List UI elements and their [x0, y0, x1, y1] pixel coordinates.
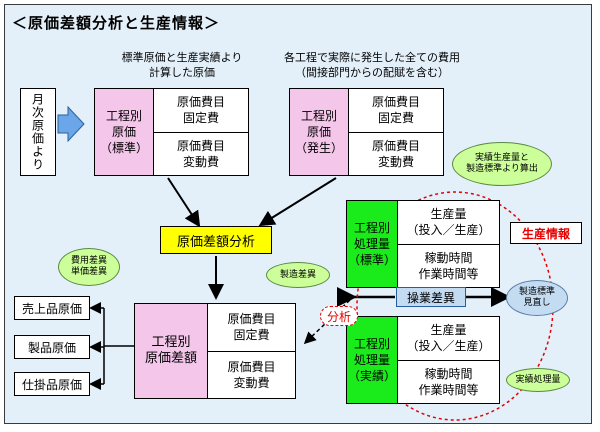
standard-variable-cost: 原価費目 変動費	[154, 131, 248, 176]
variance-fixed-cost: 原価費目 固定費	[227, 312, 276, 343]
operation-variance-box: 操業差異	[396, 287, 466, 307]
actual-cost-box: 工程別 原価 （発生） 原価費目 固定費 原価費目 変動費	[289, 88, 444, 176]
actual-quantity-label: 工程別 処理量 （実績）	[347, 317, 398, 403]
standard-production-volume: 生産量 （投入／生産）	[406, 207, 491, 238]
actual-to-analysis-arrow	[258, 177, 337, 227]
monthly-source-arrow	[57, 105, 85, 143]
caption-actual: 各工程で実際に発生した全ての費用 （間接部門からの配賦を含む）	[284, 51, 460, 79]
standard-fixed-cost: 原価費目 固定費	[176, 95, 225, 126]
bubble-manufacturing-variance: 製造差異	[266, 262, 330, 288]
bubble-expense-variance: 費用差異 単価差異	[58, 248, 120, 286]
bubble-actual-quantity: 実績処理量	[506, 368, 570, 392]
output-sales-cost: 売上品原価	[14, 296, 90, 320]
variance-label: 工程別 原価差額	[135, 304, 208, 398]
std-to-analysis-arrow	[167, 177, 201, 228]
bubble-standard-review: 製造標準 見直し	[506, 280, 568, 316]
actual-production-volume: 生産量 （投入／生産）	[406, 323, 491, 354]
bubble-standard-calc: 実績生産量と 製造標準より算出	[452, 142, 552, 186]
variance-variable-cost: 原価費目 変動費	[208, 350, 295, 399]
actual-operating-time: 稼動時間 作業時間等	[398, 359, 499, 404]
page-title: ＜原価差額分析と生産情報＞	[12, 14, 221, 32]
actual-fixed-cost: 原価費目 固定費	[371, 95, 420, 126]
standard-operating-time: 稼動時間 作業時間等	[398, 243, 499, 288]
caption-standard: 標準原価と生産実績より 計算した原価	[121, 51, 243, 79]
actual-cost-label: 工程別 原価 （発生）	[290, 89, 349, 175]
variance-box: 工程別 原価差額 原価費目 固定費 原価費目 変動費	[134, 303, 296, 399]
variance-analysis-box: 原価差額分析	[160, 226, 272, 254]
output-wip-cost: 仕掛品原価	[14, 372, 90, 396]
output-product-cost: 製品原価	[14, 335, 90, 359]
standard-cost-box: 工程別 原価 （標準） 原価費目 固定費 原価費目 変動費	[94, 88, 249, 176]
standard-cost-label: 工程別 原価 （標準）	[95, 89, 154, 175]
analysis-label: 分析	[320, 306, 358, 326]
standard-quantity-label: 工程別 処理量 （標準）	[347, 201, 398, 287]
monthly-source-label: 月次原価より	[30, 93, 45, 171]
actual-variable-cost: 原価費目 変動費	[349, 131, 443, 176]
actual-quantity-box: 工程別 処理量 （実績） 生産量 （投入／生産） 稼動時間 作業時間等	[346, 316, 500, 404]
production-info-label: 生産情報	[510, 222, 582, 244]
monthly-source-box: 月次原価より	[20, 88, 56, 176]
standard-quantity-box: 工程別 処理量 （標準） 生産量 （投入／生産） 稼動時間 作業時間等	[346, 200, 500, 288]
